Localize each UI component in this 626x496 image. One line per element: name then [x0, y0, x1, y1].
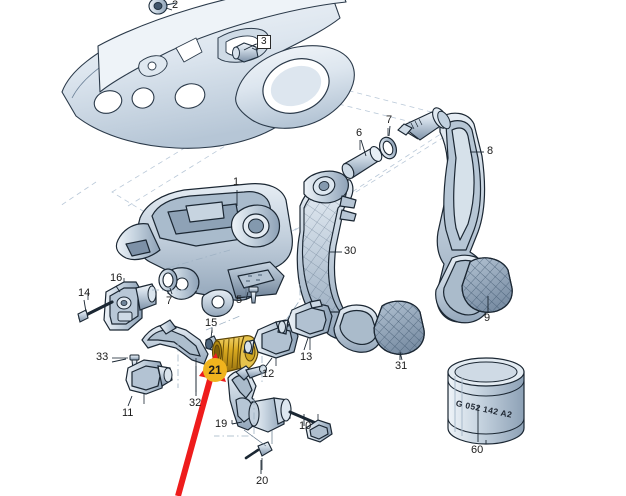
part-10-clevis	[305, 414, 333, 443]
assembly-guide-lines	[152, 249, 301, 437]
part-32-lever-arm	[141, 319, 209, 392]
callout-60: 60	[471, 444, 484, 456]
callout-11: 11	[122, 407, 134, 419]
callout-10: 10	[299, 420, 312, 432]
callout-33: 33	[96, 351, 109, 363]
highlight-badge-21: 21	[203, 358, 227, 382]
part-60-grease-can	[447, 357, 525, 445]
part-9-pedal-pad	[461, 257, 513, 313]
callout-5: 5	[236, 294, 243, 306]
part-31-pedal-pad	[373, 300, 425, 360]
callout-3: 3	[257, 35, 271, 49]
part-7-seal-ring-left	[158, 268, 178, 294]
callout-7-top: 7	[386, 114, 393, 126]
callout-31: 31	[395, 360, 408, 372]
callout-19: 19	[215, 418, 228, 430]
callout-30: 30	[344, 245, 357, 257]
leader-thin-lines	[243, 286, 273, 447]
callout-14: 14	[78, 287, 91, 299]
part-2-bushing	[148, 0, 177, 15]
part-8-shaft	[397, 107, 451, 141]
part-30-brake-pedal	[296, 170, 383, 353]
part-14-bolt	[77, 292, 114, 323]
part-11-switch	[125, 359, 173, 404]
callout-20: 20	[256, 475, 269, 487]
part-1-pedal-bracket	[115, 183, 293, 317]
callout-9: 9	[484, 312, 491, 324]
part-3-pin	[232, 39, 267, 63]
callout-13: 13	[300, 351, 313, 363]
callout-1: 1	[233, 176, 240, 188]
callout-7-left: 7	[166, 295, 173, 307]
part-6-bushing-sleeve	[341, 140, 383, 179]
callout-12: 12	[262, 368, 275, 380]
callout-32: 32	[189, 397, 202, 409]
callout-6: 6	[356, 127, 363, 139]
part-7-seal-ring-top	[378, 128, 398, 160]
part-20-bolt	[244, 441, 273, 470]
callout-15: 15	[205, 317, 218, 329]
part-19-master-cylinder	[227, 364, 320, 433]
part-16-switch-block	[103, 278, 157, 331]
callout-16: 16	[110, 272, 123, 284]
part-13-switch	[277, 299, 333, 350]
part-5-bolt	[248, 286, 259, 304]
callout-2: 2	[172, 0, 179, 11]
callout-leaders	[83, 7, 489, 474]
part-crossmember	[61, 0, 355, 149]
callout-8: 8	[487, 145, 494, 157]
